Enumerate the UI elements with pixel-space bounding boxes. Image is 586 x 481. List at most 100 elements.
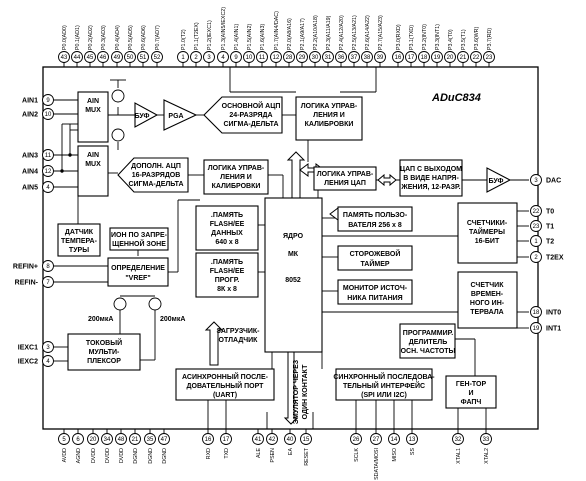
bottom-pin-label: XTAL1 — [456, 448, 462, 464]
top-pin-4: 4 — [217, 51, 229, 63]
svg-text:СИНХРОННЫЙ ПОСЛЕДОВА-: СИНХРОННЫЙ ПОСЛЕДОВА- — [333, 372, 435, 381]
svg-text:49: 49 — [114, 55, 121, 61]
left-pin-label: REFIN- — [15, 280, 39, 287]
bottom-pin-label: SCLK — [354, 448, 360, 462]
top-pin-46: 46 — [97, 51, 109, 63]
top-pin-label: P1.6(AIN3) — [260, 24, 266, 50]
left-pin-11: 11 — [42, 149, 54, 161]
bottom-pin-label: DVDD — [91, 448, 97, 463]
main-adc: ОСНОВНОЙ АЦП 24-РАЗРЯДА СИГМА-ДЕЛЬТА — [203, 96, 283, 134]
right-pin-label: T2 — [546, 239, 554, 246]
timer-counters: СЧЕТЧИКИ- ТАЙМЕРЫ 16-БИТ — [457, 202, 518, 264]
svg-text:8052: 8052 — [285, 277, 301, 284]
svg-text:"VREF": "VREF" — [125, 275, 150, 282]
svg-text:ОПРЕДЕЛЕНИЕ: ОПРЕДЕЛЕНИЕ — [111, 265, 165, 272]
top-pin-1: 1 — [177, 51, 189, 63]
svg-text:10: 10 — [45, 112, 52, 118]
svg-text:ОСН. ЧАСТОТЫ: ОСН. ЧАСТОТЫ — [401, 348, 456, 355]
dac-control: ЛОГИКА УПРАВ- ЛЕНИЯ ЦАП — [313, 166, 377, 191]
svg-text:12: 12 — [273, 55, 280, 61]
svg-text:AIN: AIN — [87, 98, 99, 105]
oscillator-pll: ГЕН-ТОР И ФАПЧ — [445, 375, 497, 409]
svg-text:3: 3 — [534, 178, 538, 184]
svg-text:ИОН ПО ЗАПРЕ-: ИОН ПО ЗАПРЕ- — [111, 232, 168, 239]
top-pin-37: 37 — [348, 51, 360, 63]
top-pin-label: P0.0(AD0) — [62, 25, 68, 50]
svg-text:ВАТЕЛЯ 256 x 8: ВАТЕЛЯ 256 x 8 — [348, 222, 402, 229]
svg-text:ЖЕНИЯ, 12-РАЗР.: ЖЕНИЯ, 12-РАЗР. — [400, 184, 460, 191]
top-pin-label: P2.4(A12/A20) — [339, 15, 345, 50]
svg-text:17: 17 — [408, 55, 415, 61]
bottom-pin-label: DGND — [148, 448, 154, 464]
svg-text:БУФ: БУФ — [489, 178, 504, 185]
interval-counter: СЧЕТЧИК ВРЕМЕН- НОГО ИН- ТЕРВАЛА — [457, 271, 518, 329]
svg-text:13: 13 — [409, 437, 416, 443]
svg-text:(SPI ИЛИ I2C): (SPI ИЛИ I2C) — [361, 392, 407, 399]
svg-text:8К x 8: 8К x 8 — [217, 286, 237, 293]
svg-text:.ПАМЯТЬ: .ПАМЯТЬ — [211, 212, 243, 219]
svg-text:MUX: MUX — [85, 161, 101, 168]
bottom-pin-label: XTAL2 — [484, 448, 490, 464]
top-pin-label: P1.3(AIN5/IEXC2) — [221, 7, 227, 50]
right-pin-label: T2EX — [546, 255, 564, 262]
power-monitor: МОНИТОР ИСТОЧ- НИКА ПИТАНИЯ — [337, 279, 413, 305]
top-pin-label: P1.5(AIN2) — [247, 24, 253, 50]
svg-text:MUX: MUX — [85, 107, 101, 114]
svg-text:5: 5 — [62, 437, 66, 443]
svg-text:ДАТЧИК: ДАТЧИК — [65, 229, 94, 236]
top-pin-label: P2.7(A15/A23) — [378, 15, 384, 50]
svg-text:ЭМУЛЯТОР ЧЕРЕЗ: ЭМУЛЯТОР ЧЕРЕЗ — [293, 359, 300, 424]
left-pin-12: 12 — [42, 165, 54, 177]
left-pin-3: 3 — [42, 341, 54, 353]
top-pin-label: P2.3(A11/A19) — [326, 15, 332, 50]
top-pin-label: P0.4(AD4) — [115, 25, 121, 50]
wiring — [54, 67, 529, 429]
top-pin-12: 12 — [270, 51, 282, 63]
vref-detect: ОПРЕДЕЛЕНИЕ "VREF" — [107, 257, 169, 287]
svg-text:30: 30 — [312, 55, 319, 61]
top-pin-label: P2.5(A13/A21) — [352, 15, 358, 50]
svg-text:ОТЛАДЧИК: ОТЛАДЧИК — [219, 337, 259, 344]
bottom-pin-15: 15 — [300, 433, 312, 445]
top-pin-31: 31 — [322, 51, 334, 63]
dac: ЦАП С ВЫХОДОМ В ВИДЕ НАПРЯ- ЖЕНИЯ, 12-РА… — [399, 159, 463, 197]
svg-text:10: 10 — [246, 55, 253, 61]
aux-adc: ДОПОЛН. АЦП 16-РАЗРЯДОВ СИГМА-ДЕЛЬТА — [117, 157, 189, 193]
right-pin-label: T0 — [546, 209, 554, 216]
svg-text:4: 4 — [46, 359, 50, 365]
right-pin-22: 22 — [530, 205, 542, 217]
svg-text:МОНИТОР ИСТОЧ-: МОНИТОР ИСТОЧ- — [343, 285, 408, 292]
svg-text:23: 23 — [533, 224, 540, 230]
left-pin-4: 4 — [42, 355, 54, 367]
top-pin-39: 39 — [374, 51, 386, 63]
bottom-pin-35: 35 — [144, 433, 156, 445]
svg-text:51: 51 — [140, 55, 147, 61]
top-pin-label: P3.5(T1) — [461, 29, 467, 50]
svg-text:AIN: AIN — [87, 152, 99, 159]
svg-text:28: 28 — [286, 55, 293, 61]
top-pin-label: P3.3(INT1) — [435, 24, 441, 50]
bottom-pin-label: AGND — [76, 448, 82, 463]
svg-text:19: 19 — [434, 55, 441, 61]
svg-text:6: 6 — [76, 437, 80, 443]
svg-text:12: 12 — [45, 169, 52, 175]
svg-text:16-РАЗРЯДОВ: 16-РАЗРЯДОВ — [132, 172, 181, 179]
watchdog-timer: СТОРОЖЕВОЙ ТАЙМЕР — [337, 245, 413, 271]
svg-text:24-РАЗРЯДА: 24-РАЗРЯДА — [229, 112, 272, 119]
svg-text:9: 9 — [234, 55, 238, 61]
top-pin-3: 3 — [203, 51, 215, 63]
left-pin-label: AIN4 — [22, 169, 38, 176]
svg-text:В ВИДЕ НАПРЯ-: В ВИДЕ НАПРЯ- — [403, 175, 459, 182]
bottom-pin-13: 13 — [406, 433, 418, 445]
bottom-pin-20: 20 — [87, 433, 99, 445]
top-pin-label: P1.0(T2) — [181, 29, 187, 50]
top-pin-label: P1.1(T2EX) — [194, 22, 200, 50]
svg-text:19: 19 — [533, 326, 540, 332]
top-pin-label: P3.6(WR) — [474, 27, 480, 50]
left-pin-label: IEXC2 — [18, 359, 38, 366]
svg-text:ЩЕННОЙ ЗОНЕ: ЩЕННОЙ ЗОНЕ — [112, 239, 166, 248]
top-pin-label: P0.1(AD1) — [75, 25, 81, 50]
svg-text:ДЕЛИТЕЛЬ: ДЕЛИТЕЛЬ — [409, 339, 448, 346]
svg-text:26: 26 — [353, 437, 360, 443]
